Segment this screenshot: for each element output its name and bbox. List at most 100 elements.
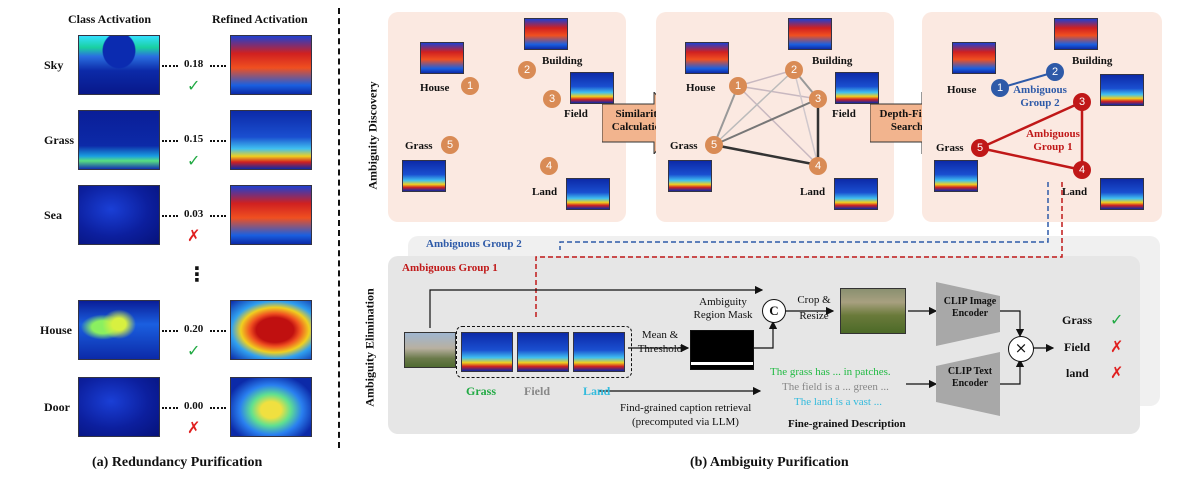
node-2: 2 bbox=[518, 61, 536, 79]
dotted-connector bbox=[162, 407, 178, 409]
caption-retrieval-label: Find-grained caption retrieval bbox=[620, 402, 752, 414]
class-activation-map-sea bbox=[78, 185, 160, 245]
result-grass: Grass bbox=[1062, 313, 1092, 327]
label-land: Land bbox=[532, 186, 558, 198]
label-house: House bbox=[947, 84, 977, 96]
thumb-field bbox=[570, 72, 614, 104]
class-activation-map-door bbox=[78, 377, 160, 437]
label-field: Field bbox=[832, 108, 856, 120]
clip-text-encoder-label: CLIP Text Encoder bbox=[947, 366, 993, 389]
check-icon: ✓ bbox=[187, 341, 201, 360]
thumb-field bbox=[1100, 74, 1144, 106]
node-4: 4 bbox=[1073, 161, 1091, 179]
label-house: House bbox=[686, 82, 716, 94]
node-5: 5 bbox=[971, 139, 989, 157]
thumb-house bbox=[685, 42, 729, 74]
refined-activation-map-sea bbox=[230, 185, 312, 245]
refined-activation-map-house bbox=[230, 300, 312, 360]
candidate-map-grass bbox=[461, 332, 513, 372]
result-field: Field bbox=[1064, 340, 1090, 354]
cross-icon: ✗ bbox=[187, 418, 201, 437]
node-5: 5 bbox=[705, 136, 723, 154]
label-house: House bbox=[420, 82, 450, 94]
mean-threshold-label: Mean & Threshold bbox=[637, 329, 683, 355]
score-house: 0.20 bbox=[184, 323, 204, 335]
row-label-sky: Sky bbox=[44, 58, 64, 72]
description-field: The field is a ... green ... bbox=[782, 381, 889, 393]
dotted-connector bbox=[210, 65, 226, 67]
node-2: 2 bbox=[785, 61, 803, 79]
cross-icon: ✗ bbox=[1110, 337, 1124, 356]
multiply-operator: × bbox=[1008, 336, 1034, 362]
thumb-building bbox=[1054, 18, 1098, 50]
dotted-connector bbox=[162, 140, 178, 142]
thumb-building bbox=[788, 18, 832, 50]
score-door: 0.00 bbox=[184, 400, 204, 412]
row-label-door: Door bbox=[44, 400, 70, 414]
group-dashed-connectors bbox=[535, 182, 1063, 318]
dotted-connector bbox=[162, 65, 178, 67]
node-4: 4 bbox=[809, 157, 827, 175]
ambiguity-region-mask bbox=[690, 330, 754, 370]
label-field: Field bbox=[564, 108, 588, 120]
clip-image-encoder-label: CLIP Image Encoder bbox=[943, 296, 997, 319]
thumb-grass bbox=[934, 160, 978, 192]
dotted-connector bbox=[210, 330, 226, 332]
label-land: Land bbox=[1062, 186, 1088, 198]
candidate-label-land: Land bbox=[583, 384, 611, 398]
caption-retrieval-sublabel: (precomputed via LLM) bbox=[632, 416, 739, 428]
depth-first-search-label: Depth-First Search bbox=[879, 108, 935, 133]
ambiguity-discovery-label: Ambiguity Discovery bbox=[365, 81, 380, 190]
ambiguity-elimination-label: Ambiguity Elimination bbox=[362, 288, 377, 407]
check-icon: ✓ bbox=[1110, 310, 1124, 329]
candidate-label-grass: Grass bbox=[466, 384, 496, 398]
label-grass: Grass bbox=[936, 142, 964, 154]
description-grass: The grass has ... in patches. bbox=[770, 366, 891, 378]
thumb-field bbox=[835, 72, 879, 104]
label-building: Building bbox=[1072, 55, 1113, 67]
score-sky: 0.18 bbox=[184, 58, 204, 70]
check-icon: ✓ bbox=[187, 151, 201, 170]
description-land: The land is a vast ... bbox=[794, 396, 882, 408]
cropped-region-image bbox=[840, 288, 906, 334]
node-3: 3 bbox=[809, 90, 827, 108]
candidate-map-field bbox=[517, 332, 569, 372]
node-1: 1 bbox=[991, 79, 1009, 97]
thumb-house bbox=[420, 42, 464, 74]
class-activation-map-grass bbox=[78, 110, 160, 170]
ambiguous-group-edges bbox=[979, 71, 1084, 172]
node-3: 3 bbox=[1073, 93, 1091, 111]
label-grass: Grass bbox=[670, 140, 698, 152]
node-3: 3 bbox=[543, 90, 561, 108]
caption-a: (a) Redundancy Purification bbox=[92, 455, 263, 470]
input-scene-image bbox=[404, 332, 456, 368]
result-land: land bbox=[1066, 366, 1089, 380]
score-sea: 0.03 bbox=[184, 208, 204, 220]
score-grass: 0.15 bbox=[184, 133, 204, 145]
concat-operator: C bbox=[762, 299, 786, 323]
ambiguous-group-2-label: Ambiguous Group 2 bbox=[1013, 84, 1067, 109]
ambiguity-mask-label: Ambiguity Region Mask bbox=[693, 296, 753, 321]
dotted-connector bbox=[210, 215, 226, 217]
clip-text-encoder-shape bbox=[936, 352, 1000, 416]
crop-resize-label: Crop & Resize bbox=[797, 294, 831, 322]
check-icon: ✓ bbox=[187, 76, 201, 95]
dotted-connector bbox=[162, 215, 178, 217]
node-2: 2 bbox=[1046, 63, 1064, 81]
similarity-graph-edges bbox=[713, 69, 820, 167]
refined-activation-title: Refined Activation bbox=[212, 12, 308, 26]
row-label-house: House bbox=[40, 323, 73, 337]
candidate-map-land bbox=[573, 332, 625, 372]
thumb-building bbox=[524, 18, 568, 50]
refined-activation-map-door bbox=[230, 377, 312, 437]
cross-icon: ✗ bbox=[187, 226, 201, 245]
cross-icon: ✗ bbox=[1110, 363, 1124, 382]
vertical-ellipsis: ⋮ bbox=[187, 262, 207, 286]
label-building: Building bbox=[812, 55, 853, 67]
label-land: Land bbox=[800, 186, 826, 198]
node-4: 4 bbox=[540, 157, 558, 175]
dotted-connector bbox=[210, 140, 226, 142]
row-label-sea: Sea bbox=[44, 208, 62, 222]
refined-activation-map-sky bbox=[230, 35, 312, 95]
refined-activation-map-grass bbox=[230, 110, 312, 170]
